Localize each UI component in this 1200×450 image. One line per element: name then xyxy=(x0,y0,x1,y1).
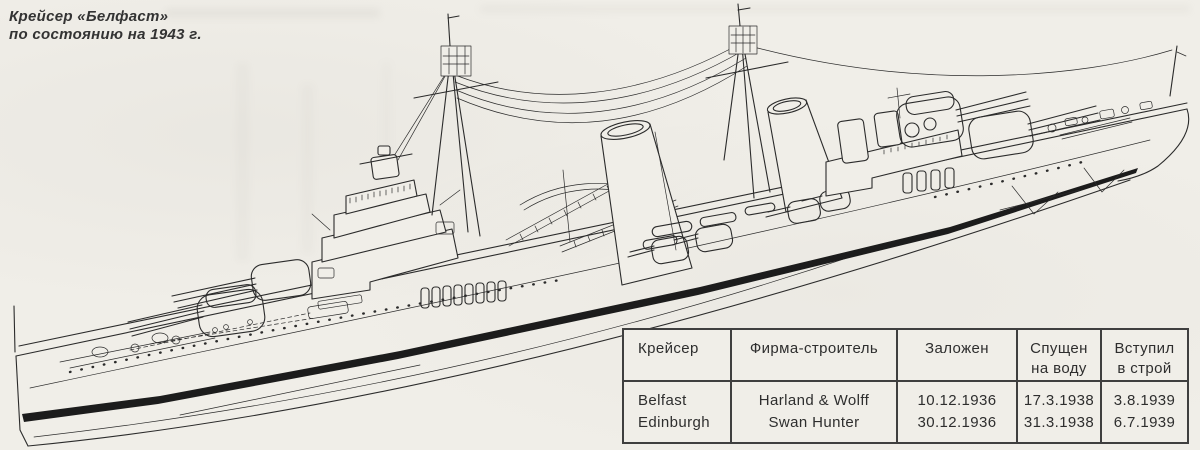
hull xyxy=(13,102,1190,447)
stern-fittings xyxy=(999,45,1187,215)
col-header-cruiser: Крейсер xyxy=(622,328,732,382)
paper-bleed-smudge xyxy=(480,6,1190,12)
aft-turrets xyxy=(896,90,1101,160)
paper-bleed-smudge xyxy=(236,62,249,262)
foremast xyxy=(413,13,499,237)
cell-launched-dates: 17.3.1938 31.3.1938 xyxy=(1016,380,1102,444)
col-header-builder: Фирма-строитель xyxy=(730,328,898,382)
ships-table: Крейсер Фирма-строитель Заложен Спущен н… xyxy=(622,328,1189,444)
col-header-laid-down: Заложен xyxy=(896,328,1018,382)
page-title-line2: по состоянию на 1943 г. xyxy=(9,26,202,43)
ships-table-header: Крейсер Фирма-строитель Заложен Спущен н… xyxy=(622,328,1189,382)
cell-commissioned-dates: 3.8.1939 6.7.1939 xyxy=(1100,380,1189,444)
forward-turrets xyxy=(127,259,312,338)
col-header-launched: Спущен на воду xyxy=(1016,328,1102,382)
cell-laid-down-dates: 10.12.1936 30.12.1936 xyxy=(896,380,1018,444)
table-row: Belfast Edinburgh Harland & Wolff Swan H… xyxy=(622,380,1189,444)
funnels xyxy=(600,97,843,286)
cell-builders: Harland & Wolff Swan Hunter xyxy=(730,380,898,444)
page-title-line1: Крейсер «Белфаст» xyxy=(9,8,169,25)
mainmast xyxy=(705,3,789,199)
paper-bleed-smudge xyxy=(165,9,380,17)
aft-superstructure xyxy=(825,87,963,197)
col-header-commissioned: Вступил в строй xyxy=(1100,328,1189,382)
secondary-mounts xyxy=(627,188,851,265)
ships-table-body: Belfast Edinburgh Harland & Wolff Swan H… xyxy=(622,380,1189,444)
paper-bleed-smudge xyxy=(302,84,313,254)
page-title: Крейсер «Белфаст» по состоянию на 1943 г… xyxy=(9,8,202,44)
cell-ship-names: Belfast Edinburgh xyxy=(622,380,732,444)
bridge-superstructure xyxy=(311,145,461,300)
paper-bleed-smudge xyxy=(382,62,391,182)
forecastle-fittings xyxy=(59,294,363,369)
